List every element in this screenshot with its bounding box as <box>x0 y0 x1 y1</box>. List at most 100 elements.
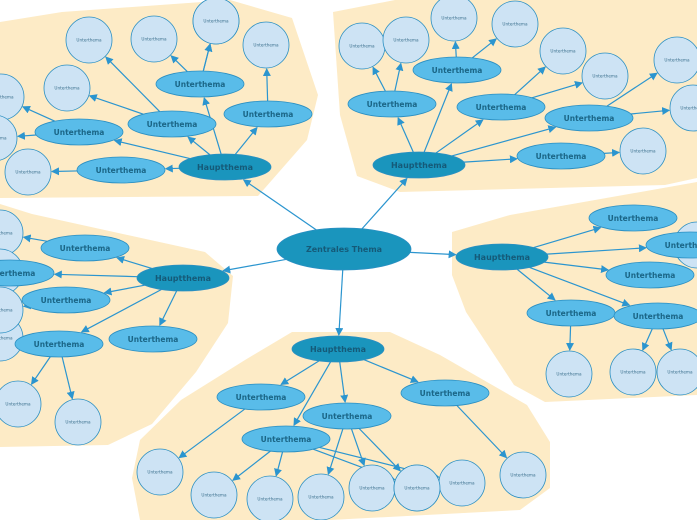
leaf-node-right-0[interactable]: Unterthema <box>545 350 593 398</box>
subtopic-node-top-right-3[interactable]: Unterthema <box>544 104 634 132</box>
leaf-node-bottom-6[interactable]: Unterthema <box>438 459 486 507</box>
leaf-node-bottom-7[interactable]: Unterthema <box>499 451 547 499</box>
subtopic-node-top-left-3-shape <box>34 118 124 146</box>
main-topic-node-top-right-label: Hauptthema <box>391 161 447 170</box>
main-topic-node-right[interactable]: Hauptthema <box>455 243 549 271</box>
subtopic-node-top-left-1[interactable]: Unterthema <box>127 110 217 138</box>
edge-right-sub-0 <box>533 225 602 249</box>
edge-bottom-sub-2 <box>363 359 419 383</box>
leaf-node-bottom-2[interactable]: Unterthema <box>246 475 294 520</box>
main-topic-node-top-left[interactable]: Hauptthema <box>178 153 272 181</box>
leaf-node-top-left-6[interactable]: Unterthema <box>4 148 52 196</box>
leaf-node-top-right-0[interactable]: Unterthema <box>430 0 478 42</box>
leaf-node-shape <box>491 0 539 48</box>
leaf-node-top-left-1[interactable]: Unterthema <box>130 15 178 63</box>
edge-left-sub-1 <box>103 284 145 296</box>
leaf-node-label: Unterthema <box>253 43 279 48</box>
leaf-node-shape <box>4 148 52 196</box>
leaf-node-top-right-8[interactable]: Unterthema <box>619 127 667 175</box>
leaf-node-top-right-2[interactable]: Unterthema <box>338 22 386 70</box>
leaf-node-bottom-8[interactable]: Unterthema <box>393 464 441 512</box>
leaf-node-right-1[interactable]: Unterthema <box>609 348 657 396</box>
leaf-node-bottom-1[interactable]: Unterthema <box>190 471 238 519</box>
subtopic-node-top-right-0[interactable]: Unterthema <box>412 56 502 84</box>
leaf-node-label: Unterthema <box>0 95 14 100</box>
subtopic-node-top-left-1-shape <box>127 110 217 138</box>
leaf-node-top-left-3[interactable]: Unterthema <box>242 21 290 69</box>
subtopic-node-top-right-4[interactable]: Unterthema <box>516 142 606 170</box>
leaf-node-top-left-2[interactable]: Unterthema <box>65 16 113 64</box>
subtopic-node-right-2[interactable]: Unterthema <box>605 261 695 289</box>
leaf-node-shape <box>136 448 184 496</box>
leaf-node-right-2[interactable]: Unterthema <box>656 348 697 396</box>
leaf-node-top-right-7[interactable]: Unterthema <box>669 84 697 132</box>
leaf-node-top-right-5[interactable]: Unterthema <box>581 52 629 100</box>
subtopic-node-top-right-1[interactable]: Unterthema <box>347 90 437 118</box>
subtopic-node-right-0-shape <box>588 204 678 232</box>
subtopic-node-bottom-2[interactable]: Unterthema <box>400 379 490 407</box>
subtopic-node-top-right-3-shape <box>544 104 634 132</box>
subtopic-node-top-right-2-label: Unterthema <box>476 103 527 112</box>
central-topic-node-label: Zentrales Thema <box>306 245 382 254</box>
main-topic-node-top-right[interactable]: Hauptthema <box>372 151 466 179</box>
subtopic-node-top-right-2[interactable]: Unterthema <box>456 93 546 121</box>
subtopic-node-right-1[interactable]: Unterthema <box>645 231 697 259</box>
subtopic-node-right-3[interactable]: Unterthema <box>526 299 616 327</box>
edge-right-sub-4 <box>529 266 631 307</box>
edge-top-left-sub-3 <box>113 138 191 160</box>
subtopic-node-left-4[interactable]: Unterthema <box>0 259 55 287</box>
edge-left-leaf-3 <box>30 356 51 386</box>
leaf-node-bottom-3[interactable]: Unterthema <box>297 473 345 520</box>
leaf-node-shape <box>65 16 113 64</box>
main-topic-node-left[interactable]: Hauptthema <box>136 264 230 292</box>
leaf-node-shape <box>192 0 240 45</box>
main-topic-node-bottom[interactable]: Hauptthema <box>291 335 385 363</box>
leaf-node-top-left-4[interactable]: Unterthema <box>43 64 91 112</box>
cluster-background-left <box>0 204 233 447</box>
subtopic-node-top-left-4[interactable]: Unterthema <box>76 156 166 184</box>
edge-top-left-leaf-1 <box>170 55 188 72</box>
leaf-node-left-0[interactable]: Unterthema <box>0 209 24 257</box>
edge-top-left-leaf-4 <box>88 94 144 115</box>
leaf-node-left-3[interactable]: Unterthema <box>0 380 42 428</box>
leaf-node-top-left-8[interactable]: Unterthema <box>192 0 240 45</box>
leaf-node-label: Unterthema <box>147 470 173 475</box>
central-topic-node[interactable]: Zentrales Thema <box>276 227 412 271</box>
leaf-node-top-right-4[interactable]: Unterthema <box>539 27 587 75</box>
subtopic-node-top-left-0[interactable]: Unterthema <box>155 70 245 98</box>
edge-left-sub-3 <box>159 290 178 327</box>
leaf-node-label: Unterthema <box>203 19 229 24</box>
leaf-node-left-4[interactable]: Unterthema <box>54 398 102 446</box>
subtopic-node-left-2[interactable]: Unterthema <box>14 330 104 358</box>
leaf-node-left-5[interactable]: Unterthema <box>0 286 24 334</box>
subtopic-node-top-left-2[interactable]: Unterthema <box>223 100 313 128</box>
subtopic-node-left-3[interactable]: Unterthema <box>108 325 198 353</box>
leaf-node-bottom-0[interactable]: Unterthema <box>136 448 184 496</box>
edge-top-right-leaf-2 <box>372 66 386 92</box>
leaf-node-shape <box>430 0 478 42</box>
leaf-node-top-right-6[interactable]: Unterthema <box>653 36 697 84</box>
leaf-node-label: Unterthema <box>510 473 536 478</box>
subtopic-node-left-1[interactable]: Unterthema <box>21 286 111 314</box>
edge-top-right-leaf-3 <box>394 62 404 92</box>
subtopic-node-right-0[interactable]: Unterthema <box>588 204 678 232</box>
subtopic-node-bottom-1-shape <box>302 402 392 430</box>
subtopic-node-top-left-3-label: Unterthema <box>54 128 105 137</box>
edge-right-sub-1 <box>546 244 647 255</box>
leaf-node-label: Unterthema <box>76 38 102 43</box>
subtopic-node-bottom-1[interactable]: Unterthema <box>302 402 392 430</box>
subtopic-node-right-4[interactable]: Unterthema <box>613 302 697 330</box>
main-topic-node-top-left-shape <box>178 153 272 181</box>
leaf-node-top-left-7[interactable]: Unterthema <box>0 115 18 161</box>
subtopic-node-right-2-label: Unterthema <box>625 271 676 280</box>
subtopic-node-top-right-0-shape <box>412 56 502 84</box>
subtopic-node-bottom-0[interactable]: Unterthema <box>216 383 306 411</box>
leaf-node-top-right-1[interactable]: Unterthema <box>491 0 539 48</box>
subtopic-node-top-left-3[interactable]: Unterthema <box>34 118 124 146</box>
leaf-node-bottom-4[interactable]: Unterthema <box>348 464 396 512</box>
subtopic-node-bottom-3[interactable]: Unterthema <box>241 425 331 453</box>
subtopic-node-left-0[interactable]: Unterthema <box>40 234 130 262</box>
edge-top-right-leaf-4 <box>514 66 546 96</box>
leaf-node-top-right-3[interactable]: Unterthema <box>382 16 430 64</box>
